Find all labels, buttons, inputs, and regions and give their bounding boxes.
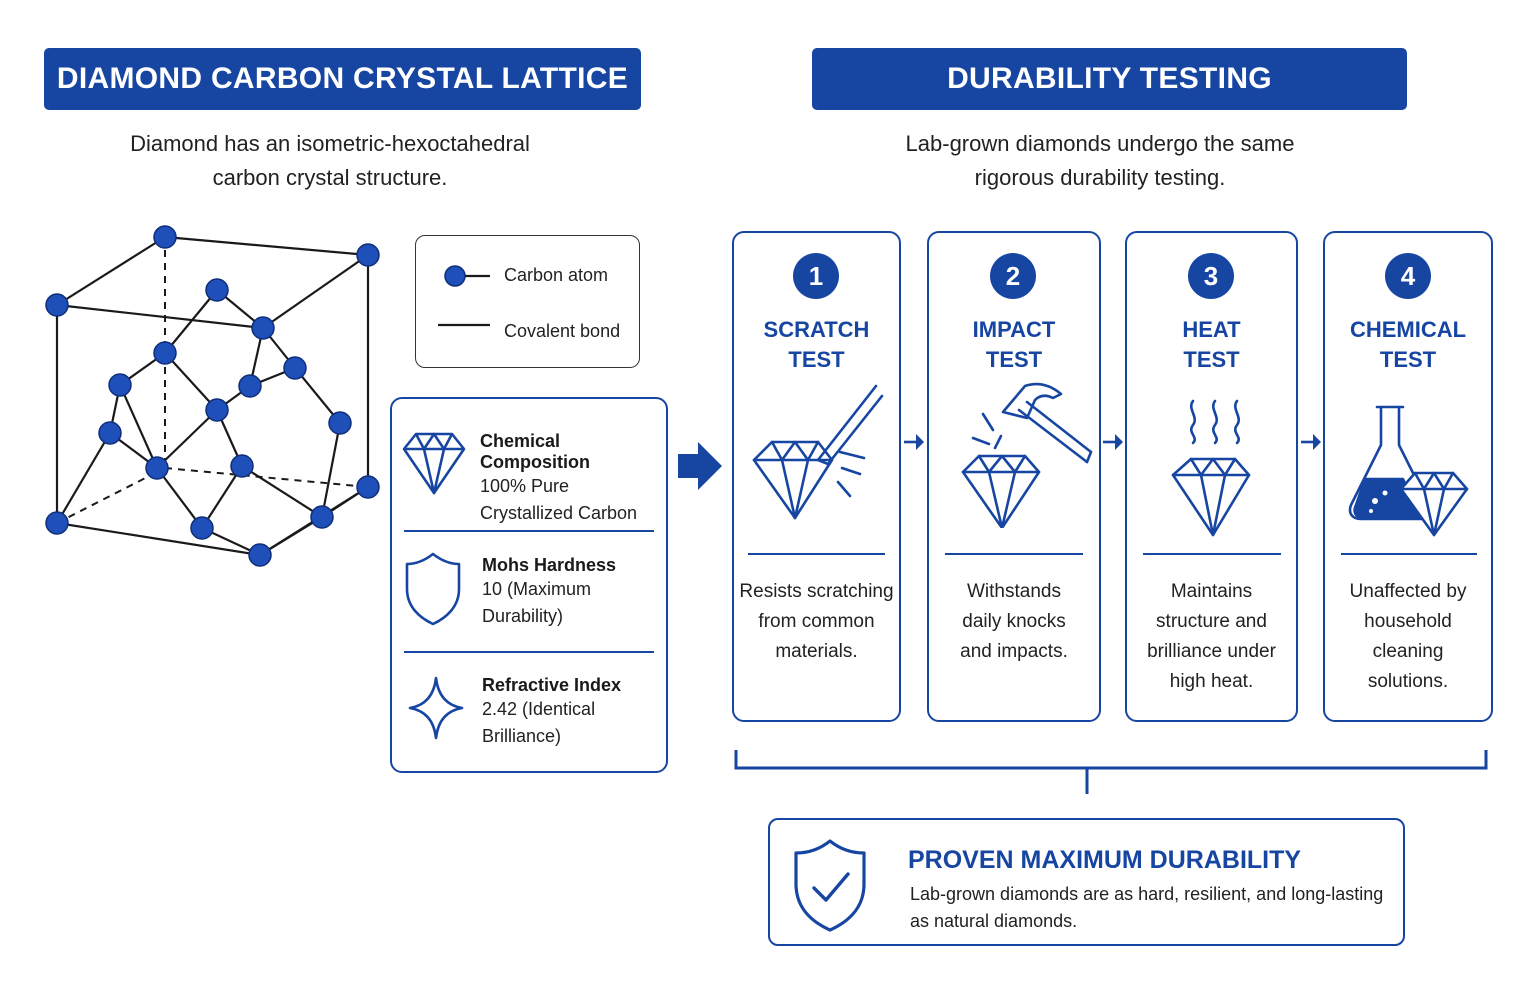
arrow-right-icon [678,442,722,490]
test-desc-line: from common [758,611,875,632]
durability-title: DURABILITY TESTING [947,62,1272,95]
test-title: IMPACT TEST [929,315,1099,375]
test-desc-line: Maintains [1170,581,1253,602]
property-value-line2: Durability) [482,606,564,626]
test-title-line2: TEST [985,347,1043,372]
arrow-right-icon [1103,434,1123,450]
property-value-line1: 100% Pure [480,476,570,496]
property-value-line1: 2.42 (Identical [482,699,596,719]
test-card-chemical: 4 CHEMICAL TEST Unaffected by household … [1323,231,1493,722]
test-card-scratch: 1 SCRATCH TEST Resists scratching from c… [732,231,901,722]
durability-subtitle: Lab-grown diamonds undergo the same rigo… [820,127,1380,195]
test-card-impact: 2 IMPACT TEST Withstands daily knocks an… [927,231,1101,722]
test-title-line2: TEST [1379,347,1437,372]
test-title-line1: SCRATCH [763,317,870,342]
arrow-right-icon [904,434,924,450]
test-description: Unaffected by household cleaning solutio… [1325,577,1491,697]
test-desc-line: daily knocks [962,611,1066,632]
lattice-subtitle-line2: carbon crystal structure. [212,165,448,190]
properties-panel: Chemical Composition 100% Pure Crystalli… [390,397,668,773]
step-number: 3 [1188,253,1234,299]
step-number: 2 [990,253,1036,299]
test-desc-line: Withstands [967,581,1061,602]
diamond-icon [402,432,466,495]
test-desc-line: materials. [775,641,858,662]
conclusion-panel: PROVEN MAXIMUM DURABILITY Lab-grown diam… [768,818,1405,946]
conclusion-text: Lab-grown diamonds are as hard, resilien… [910,881,1383,935]
test-title-line1: IMPACT [972,317,1056,342]
card-divider [945,553,1083,555]
card-divider [748,553,885,555]
test-desc-line: solutions. [1367,671,1449,692]
durability-subtitle-line1: Lab-grown diamonds undergo the same [905,131,1295,156]
durability-subtitle-line2: rigorous durability testing. [974,165,1226,190]
property-title: Mohs Hardness [482,555,617,575]
lattice-banner: DIAMOND CARBON CRYSTAL LATTICE [44,48,641,110]
test-title-line2: TEST [788,347,845,372]
test-title-line2: TEST [1183,347,1240,372]
test-desc-line: Resists scratching [739,581,894,602]
covalent-bond-legend-icon [438,323,490,327]
test-desc-line: household [1364,611,1452,632]
property-divider [404,651,654,653]
hammer-icon [961,382,1093,528]
property-refractive-index: Refractive Index 2.42 (Identical Brillia… [482,675,621,750]
property-value-line2: Crystallized Carbon [480,503,638,523]
test-description: Maintains structure and brilliance under… [1127,577,1296,697]
lattice-legend: Carbon atom Covalent bond [415,235,640,368]
conclusion-line1: Lab-grown diamonds are as hard, resilien… [910,884,1384,904]
step-number: 1 [793,253,839,299]
crystal-lattice-diagram [45,225,380,567]
test-desc-line: brilliance under [1147,641,1276,662]
test-title: CHEMICAL TEST [1325,315,1491,375]
heat-icon [1171,399,1251,537]
shield-check-icon [794,839,866,932]
card-divider [1341,553,1477,555]
lattice-title: DIAMOND CARBON CRYSTAL LATTICE [56,62,629,95]
card-divider [1143,553,1281,555]
test-desc-line: structure and [1156,611,1267,632]
test-title-line1: HEAT [1182,317,1241,342]
test-desc-line: Unaffected by [1349,581,1467,602]
durability-banner: DURABILITY TESTING [812,48,1407,110]
property-title: Refractive Index [482,675,622,695]
test-description: Resists scratching from common materials… [734,577,899,667]
lattice-subtitle: Diamond has an isometric-hexoctahedral c… [60,127,600,195]
covalent-bond-label: Covalent bond [504,321,621,341]
carbon-atom-label: Carbon atom [504,265,609,285]
test-title: HEAT TEST [1127,315,1296,375]
property-divider [404,530,654,532]
lattice-subtitle-line1: Diamond has an isometric-hexoctahedral [130,131,530,156]
property-mohs-hardness: Mohs Hardness 10 (Maximum Durability) [482,555,616,630]
shield-icon [405,552,461,626]
property-value-line2: Brilliance) [482,726,562,746]
summary-bracket [734,750,1488,794]
property-chemical-composition: Chemical Composition 100% Pure Crystalli… [480,431,666,527]
test-desc-line: cleaning [1372,641,1444,662]
step-number: 4 [1385,253,1431,299]
arrow-right-icon [1301,434,1321,450]
test-description: Withstands daily knocks and impacts. [929,577,1099,667]
test-title-line1: CHEMICAL [1349,317,1467,342]
property-value-line1: 10 (Maximum [482,579,592,599]
conclusion-line2: as natural diamonds. [910,911,1078,931]
conclusion-title: PROVEN MAXIMUM DURABILITY [908,846,1302,874]
test-desc-line: high heat. [1169,671,1254,692]
test-card-heat: 3 HEAT TEST Maintains structure and bril… [1125,231,1298,722]
test-desc-line: and impacts. [960,641,1068,662]
test-title: SCRATCH TEST [734,315,899,375]
scratch-icon [752,384,884,520]
sparkle-icon [408,676,464,740]
carbon-atom-legend-icon [444,265,490,287]
property-title: Chemical Composition [480,431,590,472]
flask-icon [1348,405,1469,537]
